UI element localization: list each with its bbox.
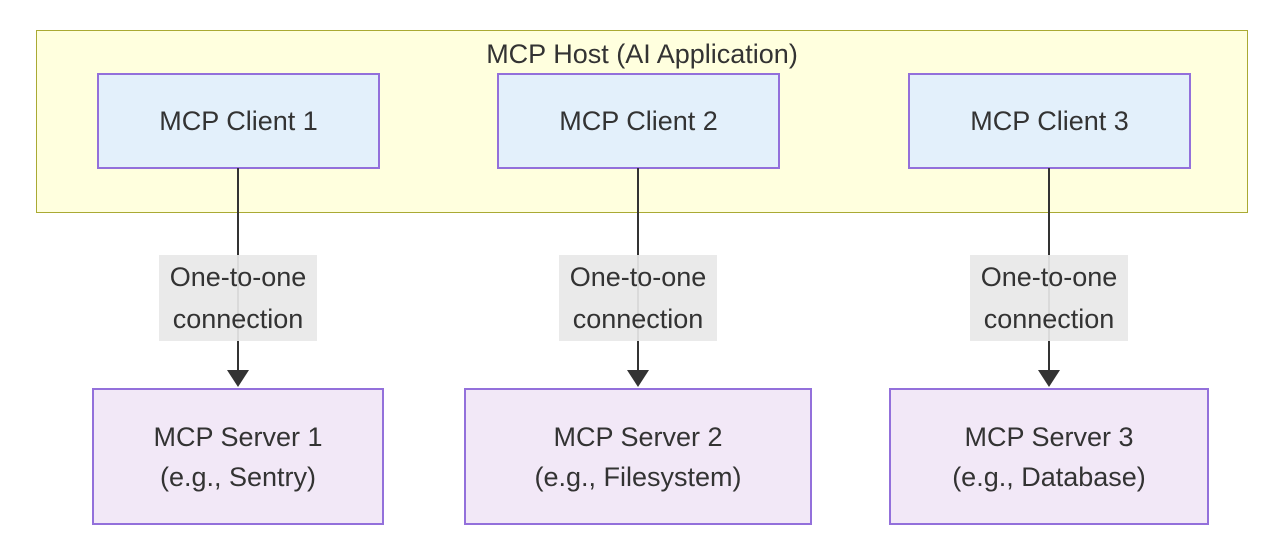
client-node-3: MCP Client 3 (908, 73, 1191, 169)
mcp-host-container: MCP Host (AI Application) MCP Client 1 M… (36, 30, 1248, 213)
server-node-1: MCP Server 1 (e.g., Sentry) (92, 388, 384, 525)
server-node-2-line2: (e.g., Filesystem) (534, 461, 742, 492)
server-node-1-line2: (e.g., Sentry) (159, 461, 317, 492)
client-node-3-label: MCP Client 3 (970, 105, 1129, 136)
host-title: MCP Host (AI Application) (486, 39, 798, 69)
server-node-2-line1: MCP Server 2 (553, 421, 723, 452)
server-node-2: MCP Server 2 (e.g., Filesystem) (464, 388, 812, 525)
edge-label-1: One-to-one connection (159, 255, 317, 341)
edge-label-2-line1: One-to-one (569, 262, 707, 292)
client-node-2: MCP Client 2 (497, 73, 780, 169)
arrowhead-icon-3 (1038, 370, 1060, 387)
edge-label-1-line1: One-to-one (169, 262, 307, 292)
client-node-2-label: MCP Client 2 (559, 105, 718, 136)
edge-label-2: One-to-one connection (559, 255, 717, 341)
server-node-3-line2: (e.g., Database) (952, 461, 1146, 492)
arrowhead-icon-2 (627, 370, 649, 387)
edge-label-1-line2: connection (172, 304, 304, 334)
edge-label-3-line2: connection (983, 304, 1115, 334)
server-node-1-line1: MCP Server 1 (153, 421, 323, 452)
edge-label-2-line2: connection (572, 304, 704, 334)
arrowhead-icon-1 (227, 370, 249, 387)
client-node-1-label: MCP Client 1 (159, 105, 318, 136)
client-node-1: MCP Client 1 (97, 73, 380, 169)
edge-label-3-line1: One-to-one (980, 262, 1118, 292)
server-node-3-line1: MCP Server 3 (964, 421, 1134, 452)
edge-label-3: One-to-one connection (970, 255, 1128, 341)
server-node-3: MCP Server 3 (e.g., Database) (889, 388, 1209, 525)
